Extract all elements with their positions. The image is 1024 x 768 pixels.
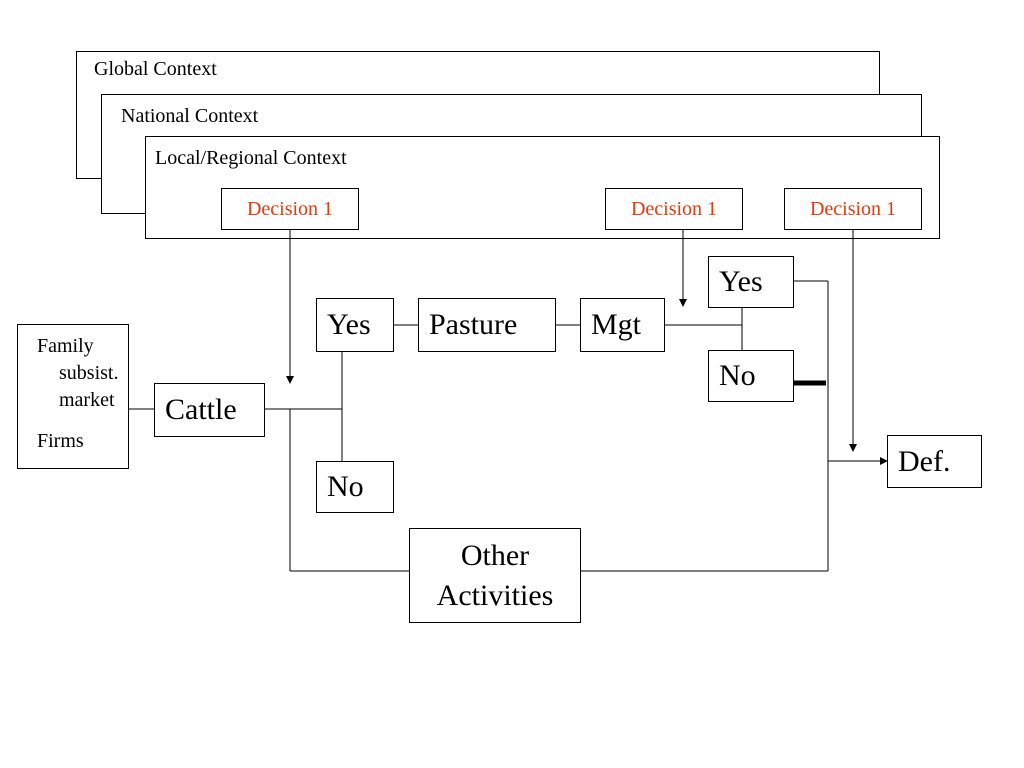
national-context-label: National Context — [121, 105, 259, 127]
actor-family: Family — [37, 335, 94, 357]
other-activities-node: Other Activities — [409, 528, 581, 623]
cattle-node: Cattle — [154, 383, 265, 437]
decision-box-def: Decision 1 — [784, 188, 922, 230]
mgt-node: Mgt — [580, 298, 665, 352]
no-node-cattle: No — [316, 461, 394, 513]
decision-box-cattle: Decision 1 — [221, 188, 359, 230]
decision-box-mgt: Decision 1 — [605, 188, 743, 230]
actors-box: Family subsist. market Firms — [17, 324, 129, 469]
actor-subsist: subsist. — [59, 362, 119, 384]
other-activities-line1: Other — [460, 538, 530, 572]
yes-node-mgt: Yes — [708, 256, 794, 308]
global-context-label: Global Context — [94, 58, 217, 80]
actor-market: market — [59, 389, 115, 411]
actor-firms: Firms — [37, 430, 84, 452]
yes-node-cattle: Yes — [316, 298, 394, 352]
deforestation-node: Def. — [887, 435, 982, 488]
local-context-label: Local/Regional Context — [155, 147, 347, 169]
other-activities-line2: Activities — [436, 578, 554, 612]
pasture-node: Pasture — [418, 298, 556, 352]
no-node-mgt: No — [708, 350, 794, 402]
